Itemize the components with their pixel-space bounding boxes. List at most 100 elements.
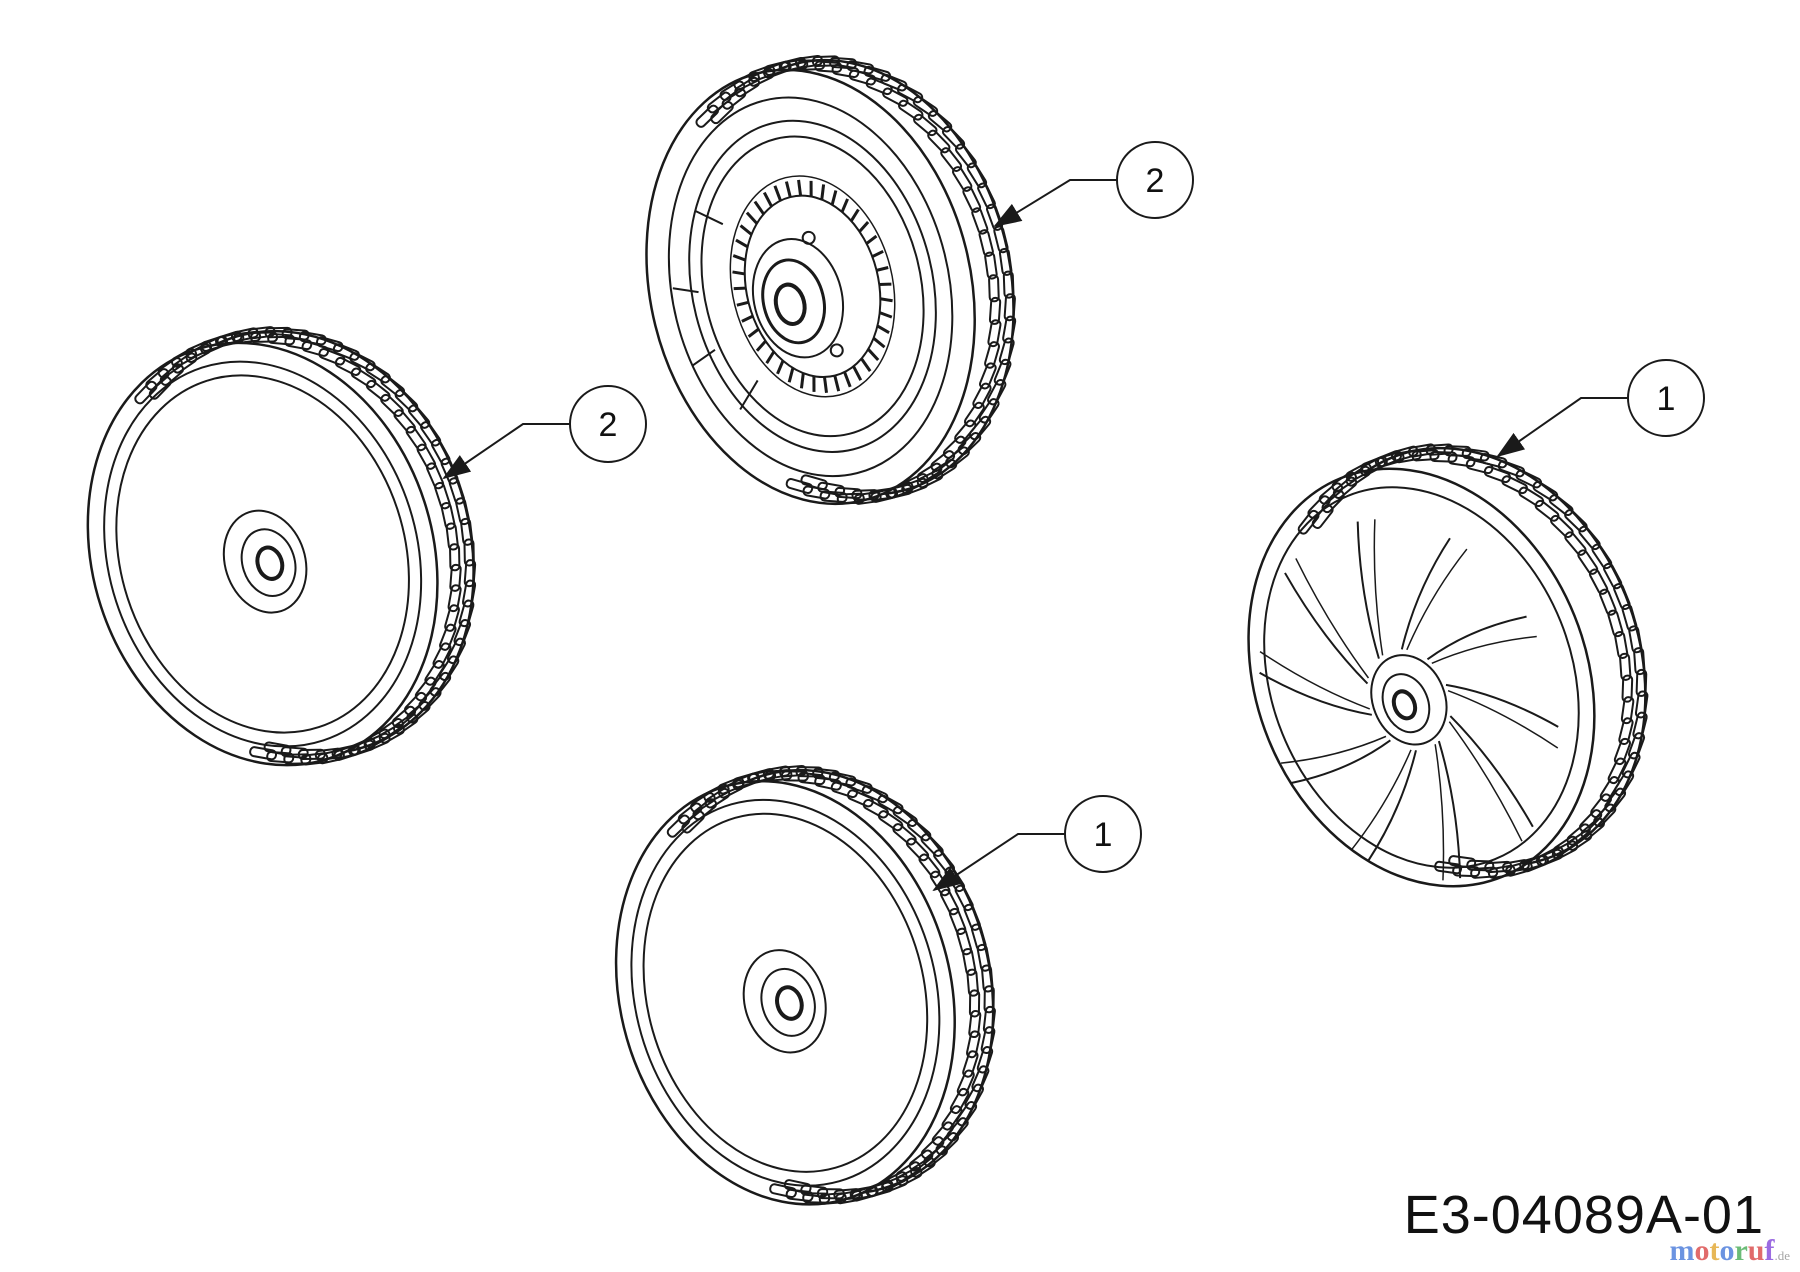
wheel-spoke xyxy=(1373,519,1384,656)
tread-block xyxy=(984,341,1000,369)
wheel-right[interactable] xyxy=(1186,391,1709,943)
tread-block xyxy=(1359,456,1387,477)
tread-block xyxy=(778,764,808,778)
tread-block xyxy=(957,431,982,456)
gear-tooth xyxy=(876,266,889,272)
tread-block xyxy=(406,701,431,724)
callout-right-wheel[interactable]: 1 xyxy=(1496,359,1705,458)
tread-block xyxy=(199,336,227,355)
tread-block xyxy=(732,772,760,791)
tread-block xyxy=(998,337,1015,366)
tread-block xyxy=(1550,514,1574,539)
tread-block xyxy=(432,642,452,669)
gear-tooth xyxy=(852,365,863,381)
tread-block xyxy=(863,65,892,82)
tread-block xyxy=(970,923,987,952)
tread-block xyxy=(1429,450,1458,463)
tread-block xyxy=(797,59,826,71)
callout-top-wheel[interactable]: 2 xyxy=(993,141,1194,228)
wheel-spoke xyxy=(1295,558,1370,679)
tread-block xyxy=(1632,711,1648,740)
wheel-spoke xyxy=(1434,744,1445,881)
tread-block xyxy=(1345,462,1372,482)
tread-block xyxy=(1588,568,1609,595)
tread-block xyxy=(941,126,966,150)
tread-block xyxy=(405,425,427,452)
tread-block xyxy=(831,63,860,79)
gear-tooth xyxy=(809,180,813,197)
tread-block xyxy=(247,326,276,340)
tread-block xyxy=(762,61,791,79)
gear-tooth xyxy=(840,198,849,213)
tread-block xyxy=(913,113,938,137)
tread-block xyxy=(993,358,1012,386)
tread-block xyxy=(349,737,377,756)
tread-block xyxy=(200,335,228,352)
tread-block xyxy=(453,618,472,647)
tread-block xyxy=(988,296,1002,325)
tread-block xyxy=(818,1192,847,1205)
tread-block xyxy=(976,943,991,972)
gear-tooth xyxy=(741,314,754,323)
tread-block xyxy=(910,1157,936,1178)
tread-block xyxy=(748,67,775,87)
tread-block xyxy=(956,927,973,956)
tread-block xyxy=(1548,494,1574,517)
gear-tooth xyxy=(812,376,816,392)
wheel-bottom[interactable] xyxy=(566,725,1044,1250)
tread-block xyxy=(1461,448,1490,462)
gear-tooth xyxy=(880,297,893,303)
tread-block xyxy=(1634,690,1649,719)
tread-block xyxy=(1621,603,1638,632)
tread-block xyxy=(434,481,451,510)
gear-tooth xyxy=(843,371,852,388)
tread-block xyxy=(185,343,212,363)
gear-tooth xyxy=(732,270,745,276)
tread-block xyxy=(424,660,445,686)
callout-left-wheel[interactable]: 2 xyxy=(442,385,647,480)
tread-block xyxy=(1564,531,1587,556)
tread-block xyxy=(418,687,442,711)
tread-block xyxy=(780,58,809,73)
tread-block xyxy=(988,274,1000,303)
callout-bottom-wheel[interactable]: 1 xyxy=(932,795,1142,892)
gear-tooth xyxy=(797,179,803,196)
tread-block xyxy=(1532,480,1559,502)
tread-block xyxy=(315,336,344,353)
tread-block xyxy=(816,1188,845,1200)
tread-block xyxy=(1618,717,1634,746)
tread-block xyxy=(1519,855,1547,871)
tread-block xyxy=(817,481,846,496)
tread-block xyxy=(1613,582,1631,611)
tread-block xyxy=(1002,315,1017,344)
gear-tooth xyxy=(858,220,870,233)
gear-tooth xyxy=(762,191,773,208)
tread-block xyxy=(954,419,977,444)
watermark-suffix: .de xyxy=(1774,1248,1790,1263)
tread-block xyxy=(862,798,889,819)
callout-label: 2 xyxy=(599,406,618,444)
tread-block xyxy=(364,728,391,749)
tread-block xyxy=(703,783,730,803)
tread-block xyxy=(1501,859,1530,874)
tread-block xyxy=(1002,270,1015,299)
tread-block xyxy=(314,747,343,761)
tread-block xyxy=(956,1100,978,1127)
tread-block xyxy=(365,379,391,402)
tread-block xyxy=(1604,787,1627,813)
tread-block xyxy=(426,462,445,490)
gear-tooth xyxy=(879,282,892,287)
tread-block xyxy=(829,56,858,70)
tread-block xyxy=(394,389,419,413)
tread-block xyxy=(834,486,863,500)
tread-block xyxy=(1501,475,1528,495)
gear-tooth xyxy=(735,238,749,249)
tread-block xyxy=(380,393,404,418)
wheel-spoke xyxy=(1447,690,1559,749)
tread-block xyxy=(233,330,262,344)
wheel-left[interactable] xyxy=(33,280,529,815)
tread-block xyxy=(1425,443,1454,456)
tread-block xyxy=(800,474,828,491)
wheel-top[interactable] xyxy=(601,20,1060,543)
tread-block xyxy=(1613,737,1631,766)
